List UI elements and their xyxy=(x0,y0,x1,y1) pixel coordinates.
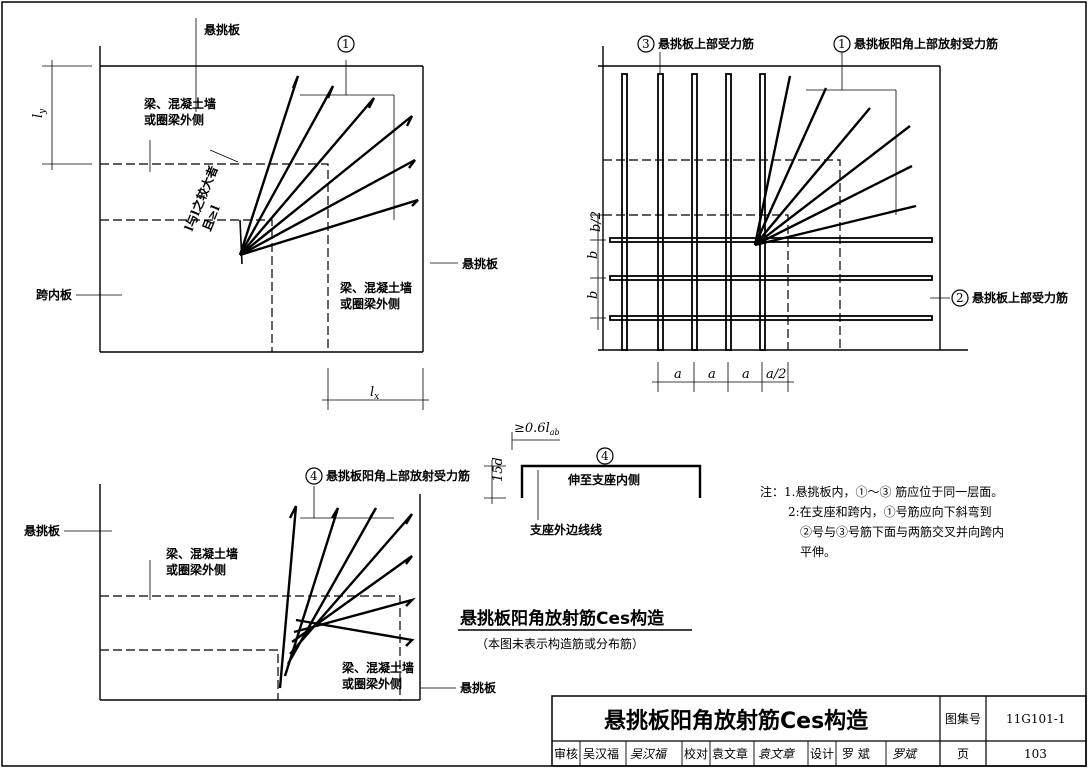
circle-4-bottom-text: 4 xyxy=(310,469,318,483)
label-beam2-bottom-2: 或圈梁外侧 xyxy=(342,676,402,691)
circle-2-text: 2 xyxy=(956,291,964,305)
tb-cell-4: 袁文章 xyxy=(712,746,748,761)
page-label: 页 xyxy=(957,747,969,761)
tb-cell-8-signature: 罗斌 xyxy=(892,747,918,761)
page-number: 103 xyxy=(1024,747,1047,761)
tb-cell-3: 校对 xyxy=(684,746,708,761)
label-beam-bottom-2: 或圈梁外侧 xyxy=(166,562,226,577)
tb-cell-7: 罗 斌 xyxy=(842,747,870,761)
label-xuantiaoban-bottom-right: 悬挑板 xyxy=(459,680,497,695)
label-xuantiaoban-left: 悬挑板 xyxy=(23,523,61,538)
label-1-text: 悬挑板阳角上部放射受力筋 xyxy=(853,36,998,51)
note-line-4: 平伸。 xyxy=(800,545,836,559)
tb-cell-1: 吴汉福 xyxy=(583,746,619,761)
main-title: 悬挑板阳角放射筋Ces构造 xyxy=(460,608,665,629)
dim-b-half: b/2 xyxy=(589,211,604,232)
dim-a3: a xyxy=(742,367,750,382)
atlas-label: 图集号 xyxy=(945,711,981,726)
circle-marker-1-left xyxy=(337,35,355,53)
dim-a1: a xyxy=(674,367,682,382)
title-block-title: 悬挑板阳角放射筋Ces构造 xyxy=(604,708,868,734)
main-title-note: （本图未表示构造筋或分布筋） xyxy=(476,636,644,651)
circle-1-left-text: 1 xyxy=(342,37,350,51)
label-beam2-bottom-1: 梁、混凝土墙 xyxy=(341,660,414,675)
tb-cell-2-signature: 吴汉福 xyxy=(630,747,668,761)
dim-a-half: a/2 xyxy=(766,367,786,382)
circle-marker-4-detail xyxy=(596,447,614,465)
label-4-text: 悬挑板阳角上部放射受力筋 xyxy=(325,468,470,483)
bottom-left-plan xyxy=(64,484,456,701)
circle-marker-4-bottom xyxy=(305,467,323,485)
text-extend: 伸至支座内侧 xyxy=(567,472,640,487)
label-beam-1: 梁、混凝土墙 xyxy=(143,96,216,111)
label-beam-2: 或圈梁外侧 xyxy=(144,112,204,127)
circle-4-detail-text: 4 xyxy=(601,449,609,463)
dim-lx: lx xyxy=(370,385,379,402)
label-xuantiaoban-right: 悬挑板 xyxy=(461,256,499,271)
note-line-1: 注：1.悬挑板内，①～③ 筋应位于同一层面。 xyxy=(760,484,1003,499)
circle-1-right-text: 1 xyxy=(838,37,846,51)
dim-15d: 15d xyxy=(491,457,506,482)
left-top-plan xyxy=(42,18,458,410)
dim-b1: b xyxy=(586,251,601,259)
label-2-text: 悬挑板上部受力筋 xyxy=(971,290,1068,305)
note-line-3: ②号与③号筋下面与两筋交叉并向跨内 xyxy=(800,524,1004,539)
circle-3-text: 3 xyxy=(642,37,650,51)
label-beam2-1: 梁、混凝土墙 xyxy=(339,280,412,295)
label-kuanei: 跨内板 xyxy=(36,287,73,302)
label-3-text: 悬挑板上部受力筋 xyxy=(657,36,754,51)
right-top-plan xyxy=(590,46,968,392)
note-line-2: 2:在支座和跨内，①号筋应向下斜弯到 xyxy=(788,504,992,519)
dim-06: ≥0.6lab xyxy=(514,421,560,437)
label-beam-bottom-1: 梁、混凝土墙 xyxy=(165,546,238,561)
text-support: 支座外边线线 xyxy=(529,522,602,537)
tb-cell-6: 设计 xyxy=(810,747,834,761)
title-block xyxy=(551,695,1087,767)
bar4-detail xyxy=(484,432,702,520)
label-xuantiaoban-top: 悬挑板 xyxy=(203,22,241,37)
dim-a2: a xyxy=(708,367,716,382)
dim-ly: ly xyxy=(31,108,48,118)
atlas-number: 11G101-1 xyxy=(1006,712,1065,726)
label-beam2-2: 或圈梁外侧 xyxy=(340,296,400,311)
circle-markers-right xyxy=(637,35,969,307)
tb-cell-5-signature: 袁文章 xyxy=(758,747,796,761)
dim-b2: b xyxy=(586,291,601,299)
tb-cell-0: 审核 xyxy=(554,746,578,761)
